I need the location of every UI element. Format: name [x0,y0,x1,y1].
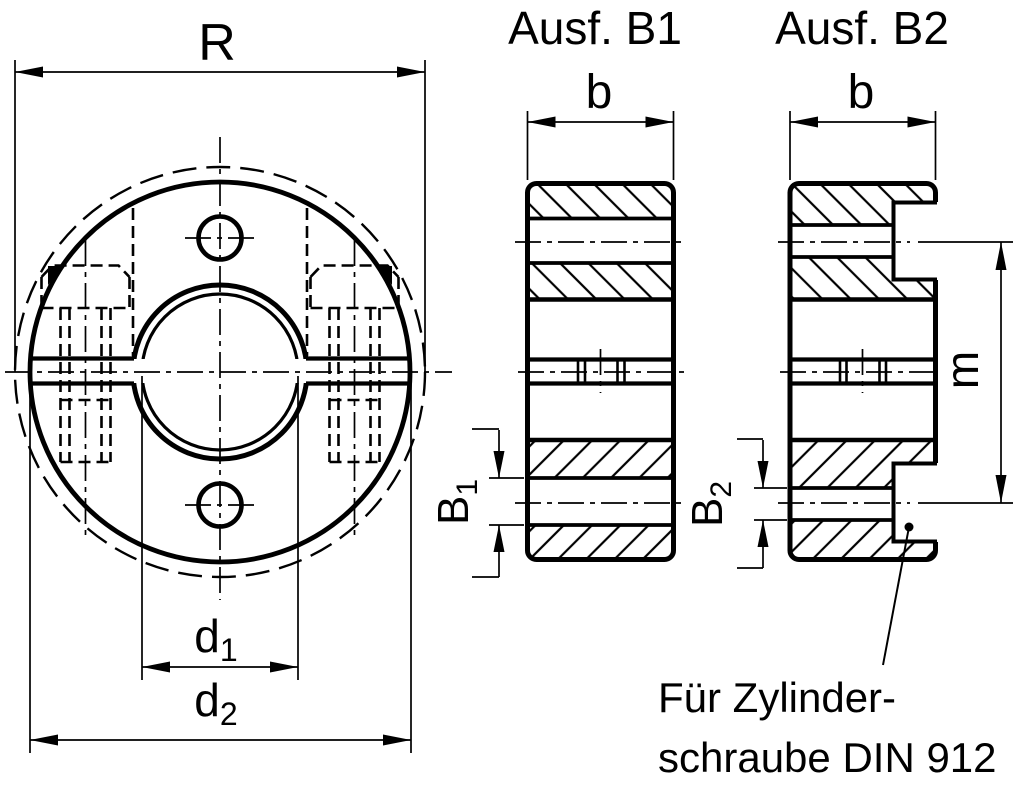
hatch-b1-band3 [528,440,673,478]
section-b2-centerlines [778,241,940,504]
label-b-left: b [586,66,613,119]
label-R: R [198,14,236,72]
pocket-breakout-right [378,266,392,285]
hatch-b2-band3 [791,440,934,488]
hatch-b1-band1 [528,184,673,218]
dimension-m: m [918,241,1013,504]
dimension-b-left: b [526,66,675,180]
section-view-b1: Ausf. B1 b [429,2,686,578]
front-view [5,137,452,600]
split-slot-lines [30,356,410,386]
hatch-b1-band2 [528,263,673,300]
hatch-b2-band4 [791,520,934,558]
front-view-centerlines [5,137,452,600]
label-B1: B1 [429,479,484,525]
dimension-d2: d2 [29,378,412,753]
dimension-B2: B2 [683,438,787,569]
title-ausf-b2: Ausf. B2 [775,2,949,54]
hatch-b1-band4 [528,525,673,558]
dimension-d1: d1 [141,376,299,680]
note-line-1: Für Zylinder- [658,674,896,721]
note-din912: Für Zylinder- schraube DIN 912 [658,674,997,781]
title-ausf-b1: Ausf. B1 [508,2,682,54]
label-B2: B2 [683,481,738,527]
counterbore-upper [891,200,938,282]
screw-right-hidden-lines [305,208,400,464]
label-d1: d1 [194,610,237,668]
dimension-B1: B1 [429,428,524,578]
hatch-b2-band2 [791,257,934,299]
label-d2: d2 [194,674,237,732]
pocket-breakout-left [48,266,62,285]
note-line-2: schraube DIN 912 [658,734,997,781]
leader-line [882,526,910,666]
label-m: m [936,351,988,389]
section-view-b2: Ausf. B2 [683,2,1013,666]
screw-left-hidden-lines [40,208,135,464]
dimension-R: R [14,14,426,372]
label-b-right: b [848,66,875,119]
hatch-b2-band1 [791,184,934,225]
section-b1-centerlines [515,241,686,504]
dimension-b-right: b [789,66,937,180]
